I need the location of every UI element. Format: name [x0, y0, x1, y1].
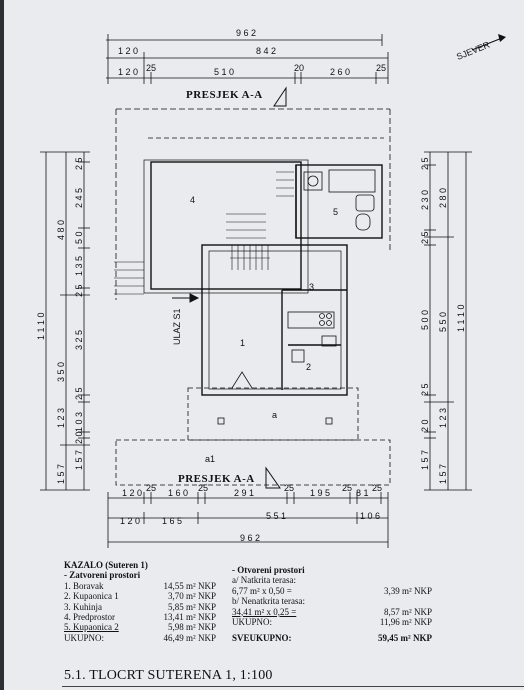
dim-left-j: 3 2 5: [74, 330, 84, 350]
drawing-sheet: PRESJEK A-A PRESJEK A-A SJEVER ULAZ S1 4…: [4, 0, 524, 690]
dim-top-total: 9 6 2: [236, 28, 256, 38]
dim-left-d: 1 5 7: [56, 464, 66, 484]
dim-bot-r1b: 25: [146, 483, 156, 493]
dim-right-k: 1 5 7: [420, 450, 430, 470]
dim-bot-r2a: 1 2 0: [120, 516, 140, 526]
dim-bot-r2c: 5 5 1: [266, 511, 286, 521]
room-1-label: 1: [240, 338, 245, 348]
dim-bot-r1h: 25: [342, 483, 352, 493]
dim-left-b: 3 5 0: [56, 362, 66, 382]
dim-left-g: 5 0: [74, 231, 84, 244]
dim-left-a: 4 8 0: [56, 220, 66, 240]
dim-right-j: 2 0: [420, 419, 430, 432]
dim-bot-r1i: 8 1: [356, 488, 369, 498]
dim-right-c: 1 2 3: [438, 408, 448, 428]
dim-top-r3e: 2 6 0: [330, 67, 350, 77]
legend-title: KAZALO (Suteren 1): [64, 560, 148, 570]
legend-open-total: UKUPNO:11,96 m² NKP: [232, 616, 432, 627]
room-4-label: 4: [190, 195, 195, 205]
dim-top-r3a: 1 2 0: [118, 67, 138, 77]
dim-bot-r1f: 25: [284, 483, 294, 493]
legend-closed-header: - Zatvoreni prostori: [64, 570, 141, 581]
dim-left-f: 2 4 5: [74, 188, 84, 208]
dim-bot-r1d: 25: [198, 483, 208, 493]
dim-top-r2b: 8 4 2: [256, 46, 276, 56]
dim-bot-r1g: 1 9 5: [310, 488, 330, 498]
terrace-a1-label: a1: [205, 454, 215, 464]
legend-open-a-label: a/ Natkrita terasa:: [232, 575, 296, 586]
legend-closed-total: UKUPNO:46,49 m² NKP: [64, 632, 216, 643]
dim-top-r3f: 25: [376, 63, 386, 73]
dim-bot-r1j: 25: [372, 483, 382, 493]
title-underline: [62, 686, 524, 687]
legend-closed-column: KAZALO (Suteren 1) - Zatvoreni prostori …: [64, 560, 216, 643]
entrance-label: ULAZ S1: [172, 308, 182, 345]
room-3-label: 3: [309, 282, 314, 292]
dim-left-c: 1 2 3: [56, 408, 66, 428]
legend-open-a: 6,77 m² x 0,50 =3,39 m² NKP: [232, 585, 432, 596]
dim-top-r3d: 20: [294, 63, 304, 73]
dim-right-total: 1 1 1 0: [456, 304, 466, 332]
dim-right-f: 2 3 0: [420, 190, 430, 210]
dim-bot-r1c: 1 6 0: [168, 488, 188, 498]
dim-left-l: 1 0 3: [74, 412, 84, 432]
north-label: SJEVER: [455, 39, 492, 62]
dim-right-i: 2 5: [420, 383, 430, 396]
room-2-label: 2: [306, 362, 311, 372]
drawing-title: 5.1. TLOCRT SUTERENA 1, 1:100: [64, 668, 273, 683]
floor-plan: PRESJEK A-A PRESJEK A-A SJEVER ULAZ S1 4…: [36, 28, 506, 548]
section-label-top: PRESJEK A-A: [186, 89, 263, 101]
dim-right-e: 2 5: [420, 157, 430, 170]
north-arrow-icon: [471, 34, 506, 51]
dim-bot-r1e: 2 9 1: [234, 488, 254, 498]
dim-top-r2a: 1 2 0: [118, 46, 138, 56]
legend-grand-total: SVEUKUPNO:59,45 m² NKP: [232, 633, 432, 644]
legend-open-column: - Otvoreni prostori a/ Natkrita terasa: …: [232, 560, 432, 644]
legend-open-header: - Otvoreni prostori: [232, 565, 305, 575]
dim-right-b: 5 5 0: [438, 312, 448, 332]
dim-bot-r3: 9 6 2: [240, 533, 260, 543]
dim-bot-r2d: 1 0 6: [360, 511, 380, 521]
dim-right-a: 2 8 0: [438, 188, 448, 208]
dim-left-n: 1 5 7: [74, 450, 84, 470]
section-label-bottom: PRESJEK A-A: [178, 473, 255, 485]
dim-bot-r2b: 1 6 5: [162, 516, 182, 526]
dim-left-total: 1 1 1 0: [36, 312, 46, 340]
dim-left-k: 2 5: [74, 387, 84, 400]
dim-top-r3b: 25: [146, 63, 156, 73]
terrace-a-label: a: [272, 410, 277, 420]
dim-left-m: 2 0: [74, 431, 84, 444]
dim-right-h: 5 0 0: [420, 310, 430, 330]
dim-left-h: 1 3 5: [74, 256, 84, 276]
dim-top-r3c: 5 1 0: [214, 67, 234, 77]
legend-open-b-label: b/ Nenatkrita terasa:: [232, 596, 305, 607]
dim-left-e: 2 5: [74, 157, 84, 170]
dim-bot-r1a: 1 2 0: [122, 488, 142, 498]
dim-right-d: 1 5 7: [438, 464, 448, 484]
legend-open-b: 34,41 m² x 0,25 =8,57 m² NKP: [232, 606, 432, 617]
room-5-label: 5: [333, 207, 338, 217]
dim-left-i: 2 5: [74, 284, 84, 297]
dim-right-g: 2 5: [420, 231, 430, 244]
